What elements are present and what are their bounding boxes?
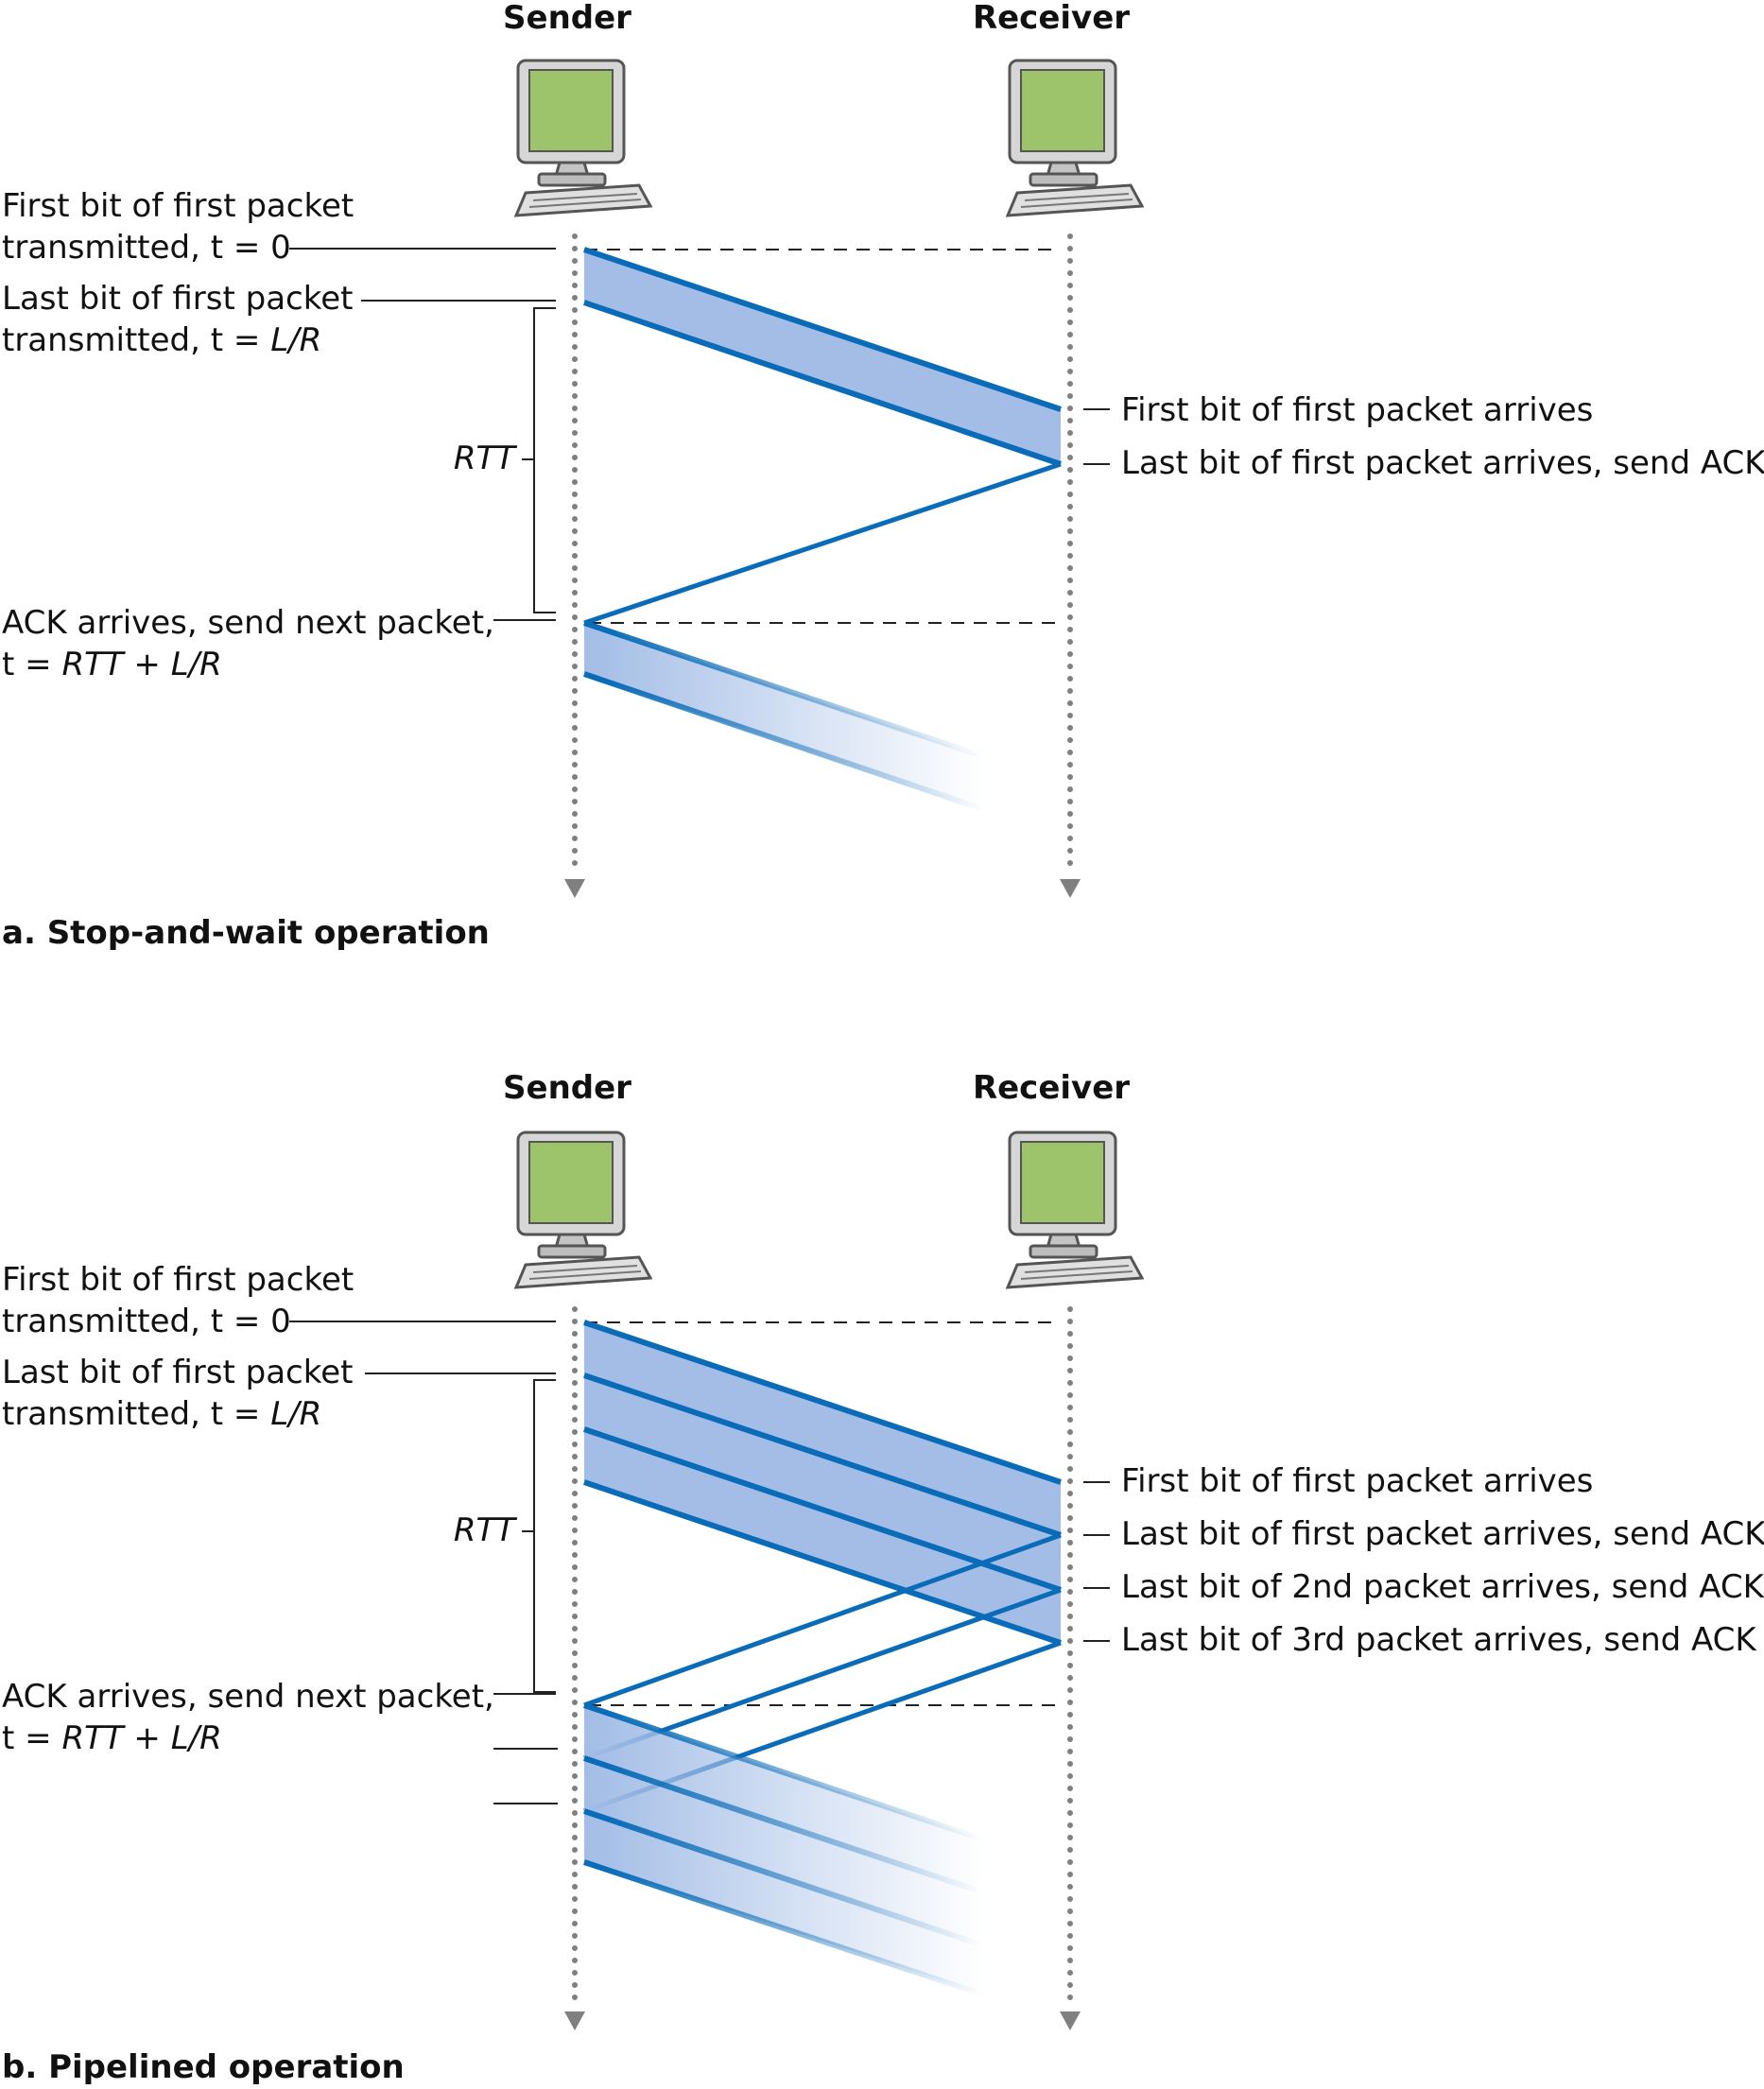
sender-header: Sender <box>503 0 631 37</box>
last-bit-label-text: transmitted, t = <box>2 321 270 359</box>
caption-b: b. Pipelined operation <box>2 2048 405 2086</box>
last-bit-label-text: transmitted, t = <box>2 1395 270 1433</box>
ack-line <box>583 461 1062 626</box>
receiver-header: Receiver <box>973 1069 1130 1107</box>
packets-band <box>584 1322 1061 1643</box>
computer-icon <box>1006 1131 1144 1289</box>
panel-a: Sender Receiver First bit of first packe… <box>2 0 1764 952</box>
ack-arrives-label-line1: ACK arrives, send next packet, <box>2 604 494 642</box>
rtt-label: RTT <box>454 1511 517 1549</box>
packet-line <box>583 1426 1062 1593</box>
last-bit-label-line1: Last bit of first packet <box>2 1354 353 1391</box>
receiver-timeline-arrow <box>1060 879 1081 898</box>
next-packet-line <box>583 1702 984 1842</box>
first-bit-label-line1: First bit of first packet <box>2 187 354 225</box>
packet-first-bit-line <box>583 1320 1062 1485</box>
next-packet-line <box>583 1859 984 1997</box>
ack-arrives-label-formula: RTT + L/R <box>61 646 221 683</box>
next-packets-band <box>584 1705 983 1994</box>
computer-icon <box>514 59 652 217</box>
sender-timeline-arrow <box>564 2011 585 2030</box>
last-bit-label-formula: L/R <box>270 1395 321 1433</box>
first-bit-label-line2: transmitted, t = 0 <box>2 229 291 267</box>
last-bit-label-line1: Last bit of first packet <box>2 280 353 318</box>
rtt-label: RTT <box>454 440 517 477</box>
panel-b: Sender Receiver First bit of first packe… <box>2 1069 1764 2086</box>
packet-line <box>583 1373 1062 1538</box>
packet-last-bit-line <box>583 1479 1062 1646</box>
first-bit-label-line1: First bit of first packet <box>2 1261 354 1299</box>
sender-header: Sender <box>503 1069 631 1107</box>
ack-arrives-label-formula: RTT + L/R <box>61 1719 221 1757</box>
next-packet-line <box>583 1808 984 1948</box>
next-packet-first-bit-line <box>583 620 984 759</box>
right-label: First bit of first packet arrives <box>1121 391 1593 429</box>
ack-arrives-label-line2: t = RTT + L/R <box>2 1719 222 1757</box>
right-label: Last bit of first packet arrives, send A… <box>1121 1515 1764 1553</box>
receiver-header: Receiver <box>973 0 1130 37</box>
last-bit-label-line2: transmitted, t = L/R <box>2 321 321 359</box>
next-packet-last-bit-line <box>583 671 984 812</box>
receiver-timeline-arrow <box>1060 2011 1081 2030</box>
last-bit-label-formula: L/R <box>270 321 321 359</box>
right-label: Last bit of 2nd packet arrives, send ACK <box>1121 1568 1764 1606</box>
next-packet-line <box>583 1755 984 1895</box>
caption-a: a. Stop-and-wait operation <box>2 914 490 952</box>
right-label: First bit of first packet arrives <box>1121 1462 1593 1500</box>
first-bit-label-line2: transmitted, t = 0 <box>2 1303 291 1340</box>
packet-band <box>584 250 1061 464</box>
packet-first-bit-line <box>583 247 1062 412</box>
last-bit-label-line2: transmitted, t = L/R <box>2 1395 321 1433</box>
rtt-bracket <box>533 1379 556 1693</box>
computer-icon <box>514 1131 652 1289</box>
sender-timeline-arrow <box>564 879 585 898</box>
ack-arrives-label-text: t = <box>2 646 61 683</box>
right-label: Last bit of first packet arrives, send A… <box>1121 444 1764 482</box>
computer-icon <box>1006 59 1144 217</box>
next-packet-band <box>584 623 983 813</box>
right-label: Last bit of 3rd packet arrives, send ACK <box>1121 1621 1757 1659</box>
rtt-bracket <box>533 307 556 613</box>
ack-arrives-label-text: t = <box>2 1719 61 1757</box>
ack-arrives-label-line1: ACK arrives, send next packet, <box>2 1678 494 1716</box>
packet-last-bit-line <box>583 300 1062 467</box>
ack-arrives-label-line2: t = RTT + L/R <box>2 646 222 683</box>
